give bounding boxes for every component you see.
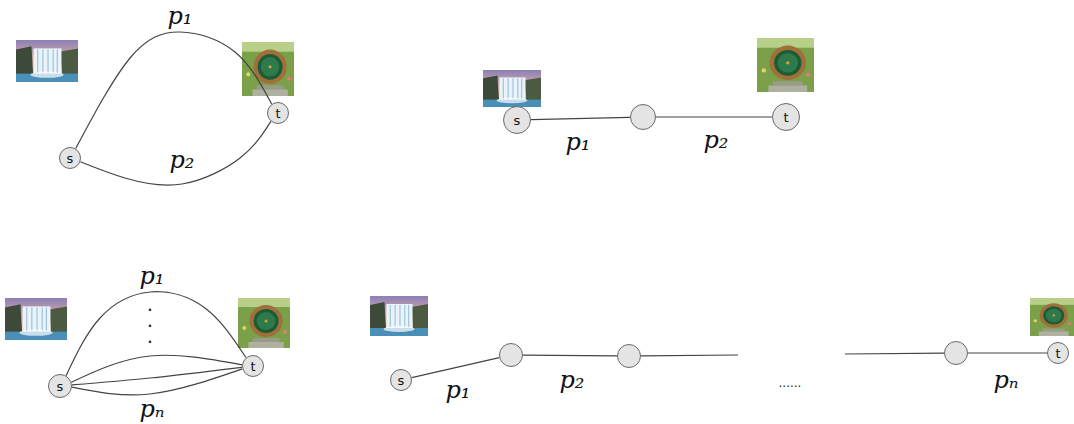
door-picture	[757, 38, 814, 92]
path-line	[76, 32, 272, 149]
node-letter: t	[1055, 347, 1060, 360]
junction-circle	[617, 344, 641, 368]
node-letter: t	[275, 107, 280, 120]
path-label: p₂	[702, 128, 731, 152]
terminal-circle: s	[390, 369, 412, 391]
path-label: pₙ	[137, 397, 166, 421]
terminal-circle: s	[503, 106, 531, 134]
path-line	[656, 116, 772, 117]
node-letter: t	[783, 111, 788, 124]
path-label: p₂	[168, 148, 197, 172]
path-line	[72, 367, 242, 385]
path-label: p₁	[444, 378, 473, 402]
path-line	[412, 358, 500, 378]
node-letter: s	[514, 114, 521, 127]
node-letter: s	[57, 380, 64, 393]
vertical-dots: . . .	[146, 296, 154, 344]
path-line	[72, 369, 242, 395]
door-picture	[238, 298, 290, 348]
terminal-circle: t	[242, 355, 264, 377]
path-line	[523, 355, 617, 357]
path-line	[968, 352, 1047, 353]
waterfall-picture	[16, 40, 78, 82]
node-letter: s	[398, 374, 405, 387]
path-label: p₁	[138, 264, 167, 288]
terminal-circle: t	[267, 102, 289, 124]
path-label: p₂	[558, 368, 587, 392]
terminal-circle: t	[1047, 342, 1069, 364]
terminal-circle: s	[48, 374, 72, 398]
path-label: p₁	[564, 130, 593, 154]
node-letter: s	[67, 152, 74, 165]
junction-circle	[630, 104, 656, 130]
waterfall-picture	[370, 296, 428, 336]
door-picture	[1030, 298, 1074, 336]
door-picture	[242, 42, 294, 96]
path-line	[641, 353, 944, 356]
junction-circle	[944, 341, 968, 365]
path-line	[531, 117, 630, 119]
terminal-circle: s	[59, 147, 81, 169]
path-line	[80, 121, 271, 185]
junction-circle	[499, 343, 523, 367]
terminal-circle: t	[772, 103, 800, 131]
waterfall-picture	[483, 70, 541, 107]
waterfall-picture	[5, 298, 67, 340]
node-letter: t	[250, 360, 255, 373]
path-line	[66, 292, 246, 376]
path-label: pₙ	[991, 368, 1020, 392]
path-label: p₁	[166, 4, 195, 28]
ellipsis: ......	[779, 376, 802, 390]
